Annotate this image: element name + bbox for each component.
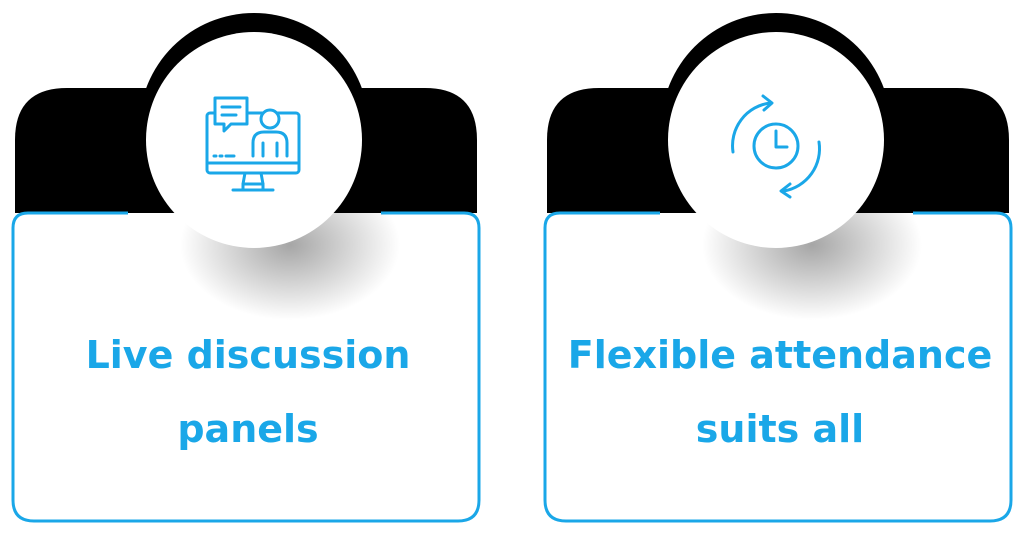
card-title: Flexible attendance suits all xyxy=(548,318,1012,466)
feature-card-flexible-attendance: Flexible attendance suits all xyxy=(532,0,1024,534)
card-title-line-1: Flexible attendance xyxy=(567,333,993,377)
card-title-line-2: suits all xyxy=(695,407,865,451)
card-outline xyxy=(543,211,1013,523)
card-frame xyxy=(11,13,481,523)
card-title-line-2: panels xyxy=(177,407,319,451)
feature-card-live-discussion: Live discussion panels xyxy=(0,0,492,534)
card-title-line-1: Live discussion xyxy=(85,333,411,377)
card-frame xyxy=(543,13,1013,523)
card-title: Live discussion panels xyxy=(16,318,480,466)
card-outline xyxy=(11,211,481,523)
clock-refresh-icon xyxy=(731,94,821,199)
video-conference-icon xyxy=(205,96,301,192)
